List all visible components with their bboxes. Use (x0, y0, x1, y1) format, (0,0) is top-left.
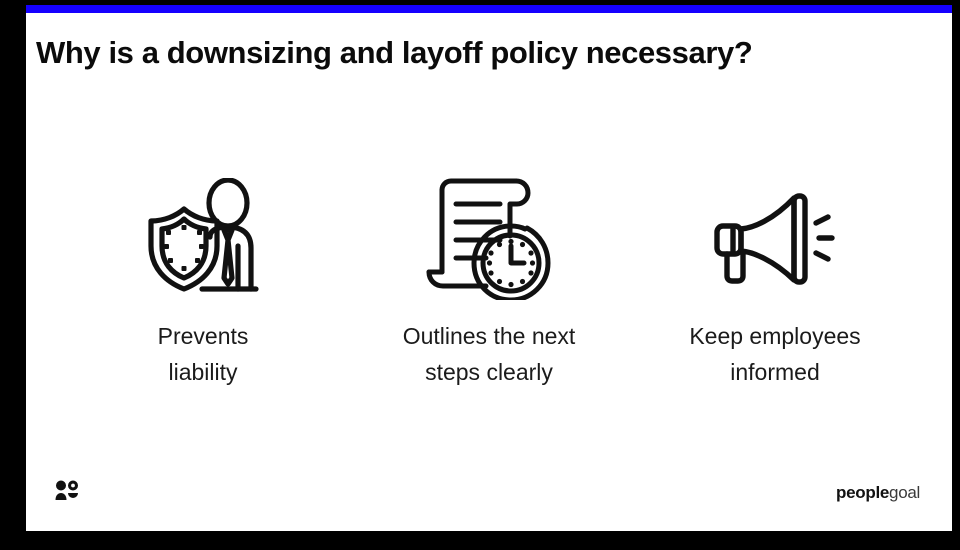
scroll-clock-icon (424, 173, 554, 303)
megaphone-icon (711, 173, 839, 303)
people-group-icon (54, 479, 80, 505)
feature-columns: Prevents liability (26, 173, 952, 390)
feature-caption: Outlines the next steps clearly (402, 323, 576, 385)
feature-caption: Keep employees informed (689, 323, 861, 385)
peoplegoal-logo: peoplegoal (836, 483, 920, 503)
logo-text-people: people (836, 483, 890, 502)
logo-text-goal: goal (889, 483, 920, 502)
feature-column-keep-employees-informed: Keep employees informed (632, 173, 918, 390)
feature-caption: Prevents liability (157, 323, 249, 385)
feature-column-prevents-liability: Prevents liability (60, 173, 346, 390)
shield-person-icon (140, 173, 266, 303)
page-title: Why is a downsizing and layoff policy ne… (36, 35, 753, 70)
slide-card: Why is a downsizing and layoff policy ne… (26, 13, 952, 531)
feature-column-outlines-next-steps: Outlines the next steps clearly (346, 173, 632, 390)
accent-bar (26, 5, 952, 13)
